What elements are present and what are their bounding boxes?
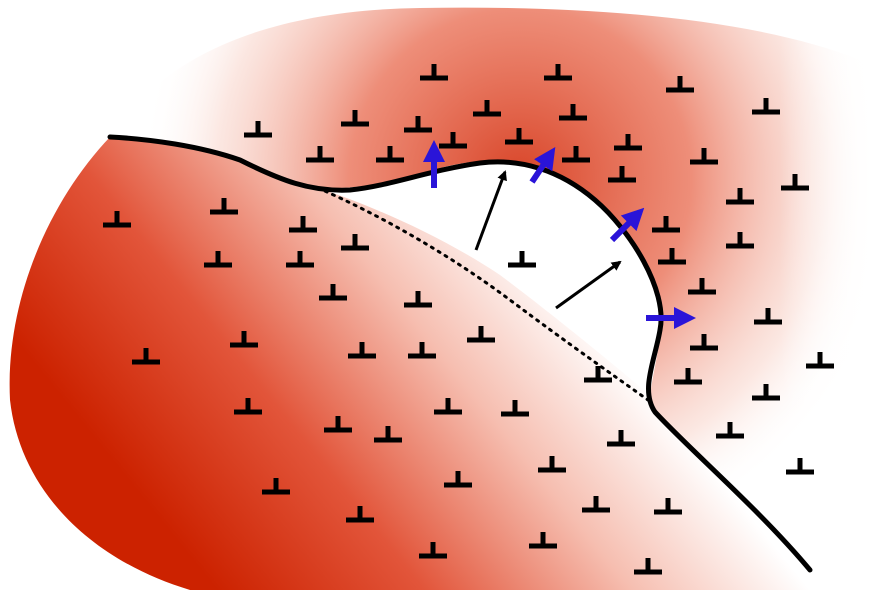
inverted-t-dislocation-icon (204, 251, 232, 268)
inverted-t-dislocation-icon (608, 166, 636, 183)
inverted-t-dislocation-icon (544, 64, 572, 81)
inverted-t-dislocation-icon (374, 426, 402, 443)
upper-grain-fade (780, 0, 875, 599)
inverted-t-dislocation-icon (716, 422, 744, 439)
inverted-t-dislocation-icon (262, 478, 290, 495)
inverted-t-dislocation-icon (674, 368, 702, 385)
inverted-t-dislocation-icon (376, 146, 404, 163)
inverted-t-dislocation-icon (754, 308, 782, 325)
inverted-t-dislocation-icon (434, 398, 462, 415)
dislocation-symbols (103, 64, 834, 575)
inverted-t-dislocation-icon (210, 198, 238, 215)
inverted-t-dislocation-icon (726, 232, 754, 249)
inverted-t-dislocation-icon (582, 496, 610, 513)
inverted-t-dislocation-icon (781, 174, 809, 191)
inverted-t-dislocation-icon (508, 251, 536, 268)
migration-arrow (474, 170, 507, 251)
inverted-t-dislocation-icon (690, 148, 718, 165)
inverted-t-dislocation-icon (289, 216, 317, 233)
inverted-t-dislocation-icon (244, 121, 272, 138)
inverted-t-dislocation-icon (419, 542, 447, 559)
inverted-t-dislocation-icon (444, 471, 472, 488)
inverted-t-dislocation-icon (666, 76, 694, 93)
inverted-t-dislocation-icon (467, 326, 495, 343)
driving-force-arrows (423, 140, 696, 329)
inverted-t-dislocation-icon (786, 458, 814, 475)
inverted-t-dislocation-icon (103, 211, 131, 228)
inverted-t-dislocation-icon (652, 216, 680, 233)
inverted-t-dislocation-icon (654, 498, 682, 515)
inverted-t-dislocation-icon (319, 284, 347, 301)
inverted-t-dislocation-icon (341, 110, 369, 127)
migration-arrow (555, 260, 622, 310)
inverted-t-dislocation-icon (404, 116, 432, 133)
inverted-t-dislocation-icon (473, 100, 501, 117)
grain-boundary-line (107, 134, 813, 573)
inverted-t-dislocation-icon (348, 342, 376, 359)
inverted-t-dislocation-icon (752, 98, 780, 115)
inverted-t-dislocation-icon (562, 146, 590, 163)
previous-boundary-dotted (316, 186, 650, 402)
inverted-t-dislocation-icon (132, 348, 160, 365)
inverted-t-dislocation-icon (607, 430, 635, 447)
inverted-t-dislocation-icon (234, 398, 262, 415)
inverted-t-dislocation-icon (420, 64, 448, 81)
driving-force-arrow (609, 207, 645, 243)
inverted-t-dislocation-icon (439, 132, 467, 149)
migration-arrows (474, 170, 622, 310)
inverted-t-dislocation-icon (341, 234, 369, 251)
driving-force-arrow (529, 147, 556, 184)
inverted-t-dislocation-icon (404, 291, 432, 308)
inverted-t-dislocation-icon (286, 251, 314, 268)
inverted-t-dislocation-icon (529, 532, 557, 549)
inverted-t-dislocation-icon (688, 278, 716, 295)
inverted-t-dislocation-icon (346, 506, 374, 523)
inverted-t-dislocation-icon (658, 248, 686, 265)
swept-region (318, 160, 662, 395)
inverted-t-dislocation-icon (614, 134, 642, 151)
inverted-t-dislocation-icon (501, 400, 529, 417)
inverted-t-dislocation-icon (634, 558, 662, 575)
inverted-t-dislocation-icon (408, 342, 436, 359)
inverted-t-dislocation-icon (306, 146, 334, 163)
inverted-t-dislocation-icon (584, 366, 612, 383)
inverted-t-dislocation-icon (752, 384, 780, 401)
inverted-t-dislocation-icon (538, 456, 566, 473)
inverted-t-dislocation-icon (505, 128, 533, 145)
inverted-t-dislocation-icon (690, 334, 718, 351)
upper-grain-region (110, 7, 875, 599)
inverted-t-dislocation-icon (559, 104, 587, 121)
inverted-t-dislocation-icon (324, 416, 352, 433)
inverted-t-dislocation-icon (806, 352, 834, 369)
inverted-t-dislocation-icon (230, 331, 258, 348)
inverted-t-dislocation-icon (726, 188, 754, 205)
